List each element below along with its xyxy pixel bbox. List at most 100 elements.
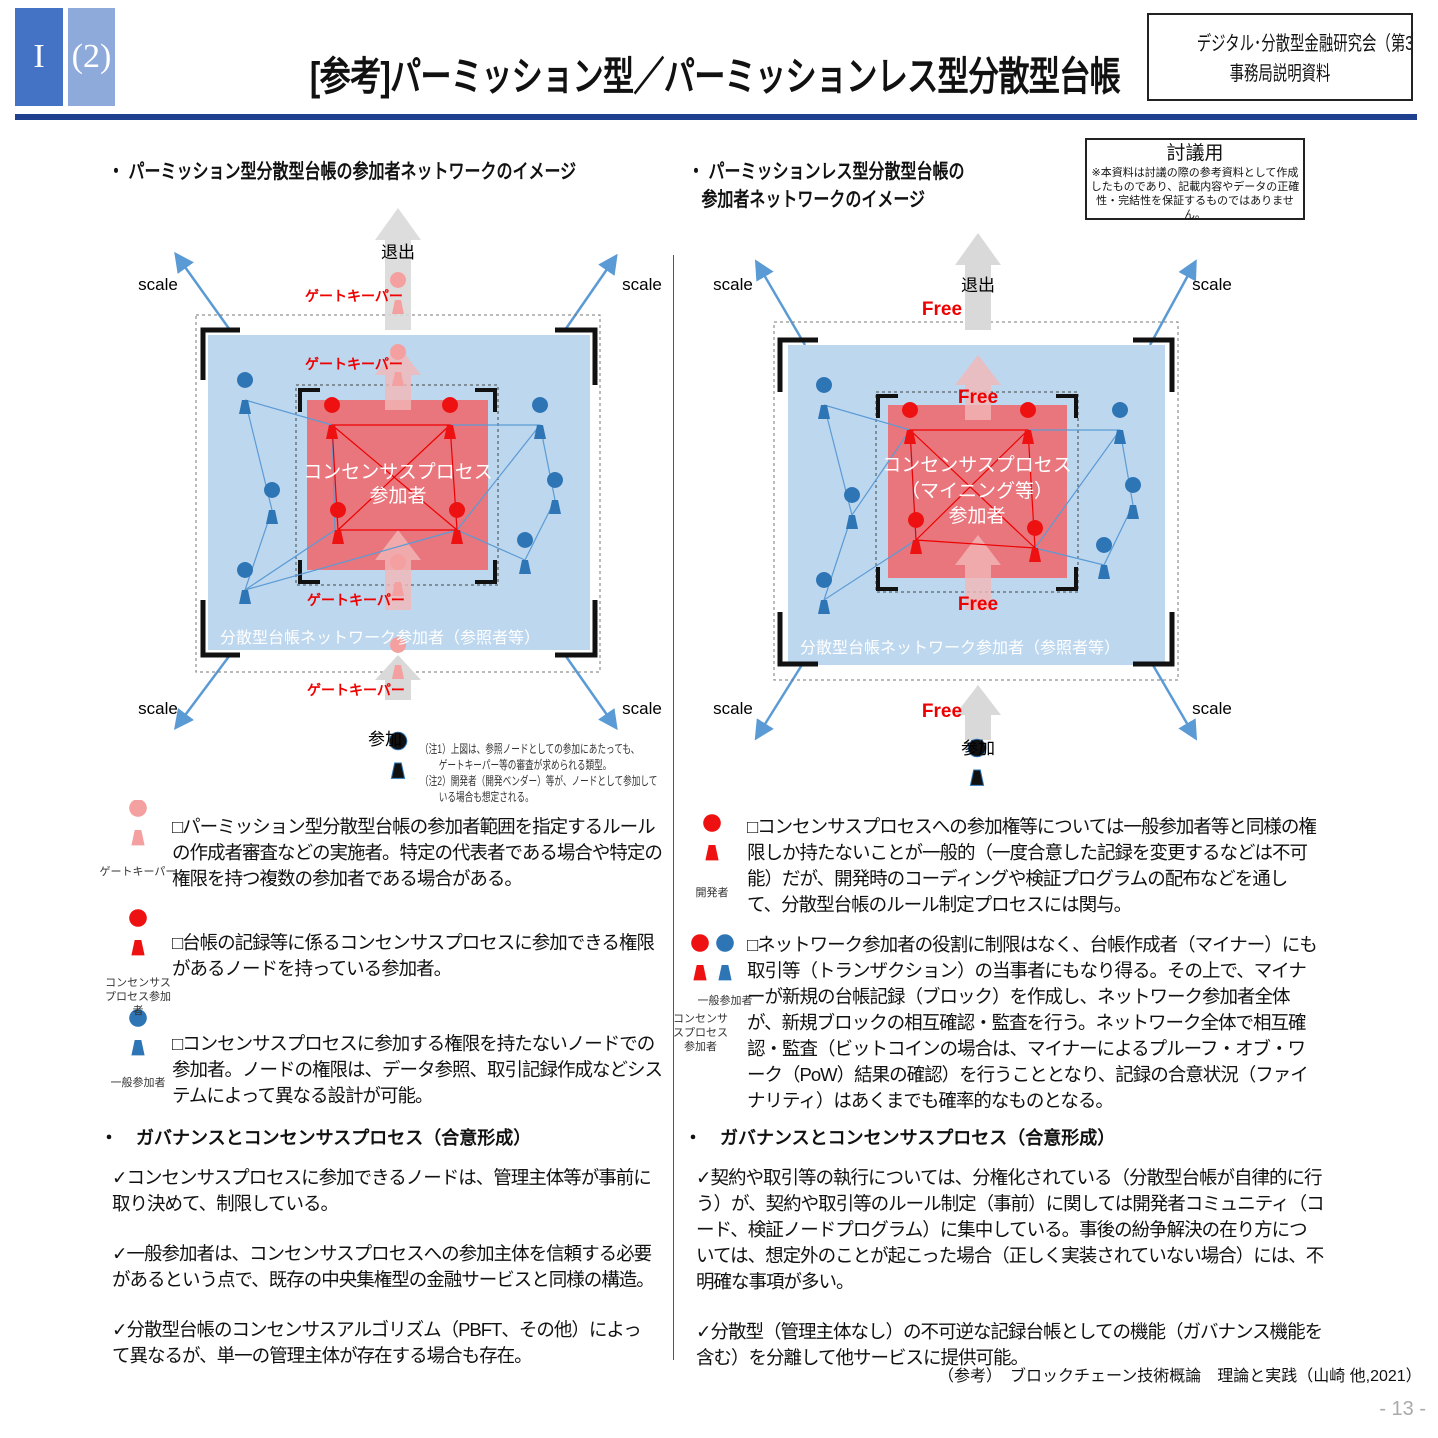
scale-arrow [174,654,232,731]
governance-item: ✓分散型台帳のコンセンサスアルゴリズム（PBFT、その他）によって異なるが、単一… [112,1319,642,1366]
governance-item: ✓コンセンサスプロセスに参加できるノードは、管理主体等が事前に取り決めて、制限し… [112,1167,652,1214]
general-node-icon [1112,402,1129,444]
free-label: Free [958,594,998,615]
gatekeeper-node-icon [390,344,407,386]
scale-label: scale [1192,699,1232,718]
gatekeeper-label: ゲートキーパー [305,356,403,372]
left-governance-title: ガバナンスとコンセンサスプロセス（合意形成） [136,1128,532,1148]
scale-arrow [563,654,618,731]
scale-label: scale [622,275,662,294]
general-node-icon [716,934,734,981]
consensus-node-icon [129,909,147,956]
meeting-name: デジタル･分散型金融研究会（第3回） [1196,33,1413,55]
header-rule [15,114,1417,120]
scale-label: scale [713,699,753,718]
inner-boundary [295,384,499,586]
consensus-label: コンセンサスプロセス [882,454,1072,476]
column-divider [673,255,674,1360]
developer-node-icon [703,814,721,861]
exit-arrow [375,208,421,330]
page-title: [参考]パーミッション型／パーミッションレス型分散型台帳 [309,55,1121,99]
legend-label: 一般参加者 [697,995,753,1007]
exit-label: 退出 [961,276,995,295]
general-node-icon [237,562,254,604]
consensus-node-icon [1027,520,1044,562]
meeting-doc: 事務局説明資料 [1229,63,1331,85]
legend-text-consensus: □台帳の記録等に係るコンセンサスプロセスに参加できる権限があるノードを持っている… [172,932,655,979]
legend-icons [129,800,734,1056]
legend-text-network: □ネットワーク参加者の役割に制限はなく、台帳作成者（マイナー）にも取引等（トラン… [747,934,1318,1111]
general-node-icon [517,531,534,574]
legend-label: 開発者 [695,887,729,899]
subsection-number: (2) [68,8,115,106]
scale-arrow [754,259,807,346]
left-governance-list: ✓コンセンサスプロセスに参加できるノードは、管理主体等が事前に取り決めて、制限し… [112,1165,657,1369]
outer-boundary [773,321,1179,681]
scale-label: scale [622,699,662,718]
corner-brackets [777,337,1175,667]
general-node-icon [547,472,564,514]
join-label: 参加 [368,730,402,749]
permissionless-network-diagram: 退出 参加 Free Free Free Free scale scale sc… [713,233,1232,786]
note-2-cont: いる場合も想定される。 [438,790,534,804]
corner-brackets [298,388,497,584]
network-label: 分散型台帳ネットワーク参加者（参照者等） [800,639,1120,657]
gatekeeper-node-icon [390,637,407,679]
join-label: 参加 [961,739,995,758]
scale-arrow [1148,259,1197,346]
scale-arrow [1148,659,1198,741]
legend-text-developer: □コンセンサスプロセスへの参加権等については一般参加者等と同様の権限しか持たない… [747,816,1317,915]
governance-item: ✓契約や取引等の執行については、分権化されている（分散型台帳が自律的に行う）が、… [696,1167,1325,1292]
section-number: I [15,8,63,106]
legend-text-general: □コンセンサスプロセスに参加する権限を持たないノードでの参加者。ノードの権限は、… [172,1033,663,1106]
scale-label: scale [138,275,178,294]
general-node-icon [1096,537,1113,579]
scale-arrow [563,253,618,331]
up-arrow [955,355,1001,420]
left-heading-text: パーミッション型分散型台帳の参加者ネットワークのイメージ [128,161,577,183]
governance-item: ✓分散型（管理主体なし）の不可逆な記録台帳としての機能（ガバナンス機能を含む）を… [696,1321,1323,1368]
general-node-icon [816,572,833,614]
free-label: Free [922,299,962,320]
disclaimer-text: ※本資料は討議の際の参考資料として作成したものであり、記載内容やデータの正確性・… [1090,167,1300,221]
gatekeeper-label: ゲートキーパー [305,288,403,304]
scale-arrow [754,659,807,741]
right-governance-heading: ・ ガバナンスとコンセンサスプロセス（合意形成） [684,1128,1116,1148]
consensus-label-2: （マイニング等） [901,480,1053,502]
gatekeeper-node-icon [129,800,147,846]
legend-label: コンセンサスプロセス参加者 [105,977,171,1017]
general-node-icon [129,1009,147,1056]
disclaimer-box: 討議用 ※本資料は討議の際の参考資料として作成したものであり、記載内容やデータの… [1085,138,1305,221]
scale-arrow [174,251,232,331]
consensus-label-3: 参加者 [948,505,1005,527]
permissioned-network-diagram: 退出 参加 scale scale scale scale ゲートキーパー ゲー… [138,208,662,779]
left-heading: ・ パーミッション型分散型台帳の参加者ネットワークのイメージ [108,161,577,183]
consensus-label: コンセンサスプロセス [303,461,493,483]
diagram-notes: （注1）上図は、参照ノードとしての参加にあたっても、 ゲートキーパー等の審査が求… [420,741,657,805]
legend-label: 一般参加者 [110,1077,166,1089]
general-node-icon [816,377,833,419]
general-node-icon [532,397,549,439]
note-2: （注2）開発者（開発ベンダー）等が、ノードとして参加して [420,774,658,788]
join-arrow [955,685,1001,740]
governance-item: ✓一般参加者は、コンセンサスプロセスへの参加主体を信頼する必要があるという点で、… [112,1243,655,1290]
general-node-icon [237,372,254,414]
corner-brackets [876,394,1078,591]
meeting-label: デジタル･分散型金融研究会（第3回） 事務局説明資料 [1147,13,1413,101]
gatekeeper-node-icon [390,554,407,596]
right-governance-title: ガバナンスとコンセンサスプロセス（合意形成） [720,1128,1116,1148]
reference-citation: （参考） ブロックチェーン技術概論 理論と実践（山崎 他,2021） [938,1368,1422,1385]
page-number: - 13 - [1379,1398,1426,1420]
general-node-icon [844,487,861,529]
scale-label: scale [713,275,753,294]
joining-node-icon [388,731,408,779]
consensus-node-icon [1020,402,1037,444]
free-label: Free [958,387,998,408]
legend-text-gatekeeper: □パーミッション型分散型台帳の参加者範囲を指定するルールの作成者審査などの実施者… [172,816,663,889]
right-heading: ・ パーミッションレス型分散型台帳の 参加者ネットワークのイメージ [688,161,965,211]
exit-label: 退出 [381,243,415,262]
gatekeeper-label: ゲートキーパー [307,592,405,608]
exit-arrow [955,233,1001,330]
general-node-icon [264,482,281,524]
consensus-node-icon [908,512,925,554]
